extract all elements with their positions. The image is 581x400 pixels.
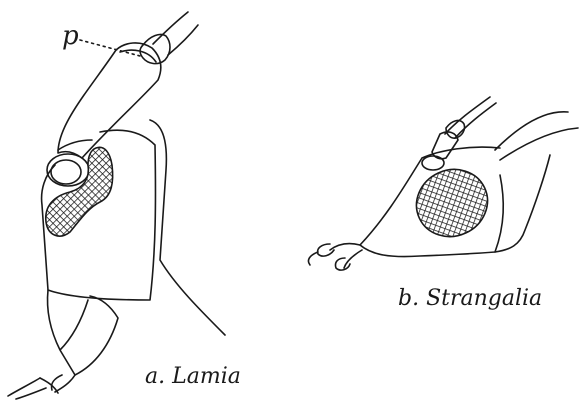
- lamia-socket-inner-ring: [51, 160, 81, 184]
- panel-a-caption: a. Lamia: [145, 364, 241, 389]
- strangalia-head-drawing: [308, 97, 578, 270]
- strangalia-antennal-socket: [422, 156, 444, 170]
- strangalia-cheek: [495, 175, 503, 252]
- lamia-head-side-lobe: [150, 120, 225, 335]
- strangalia-compound-eye: [405, 158, 498, 248]
- strangalia-antenna: [445, 97, 496, 138]
- strangalia-scape: [432, 132, 458, 159]
- strangalia-occiput: [495, 112, 578, 160]
- lamia-palp: [40, 375, 75, 393]
- lamia-palp-segments: [8, 378, 46, 399]
- lamia-antenna-distal-segment: [153, 12, 198, 55]
- strangalia-palps: [308, 244, 350, 270]
- lamia-head-drawing: [8, 12, 225, 399]
- pointer-label-p: p: [62, 21, 79, 51]
- lamia-antennal-socket: [47, 154, 89, 186]
- lamia-compound-eye: [46, 147, 113, 236]
- lamia-mouthparts: [48, 290, 119, 375]
- lamia-antenna-segment: [140, 34, 170, 63]
- panel-b-caption: b. Strangalia: [398, 286, 542, 311]
